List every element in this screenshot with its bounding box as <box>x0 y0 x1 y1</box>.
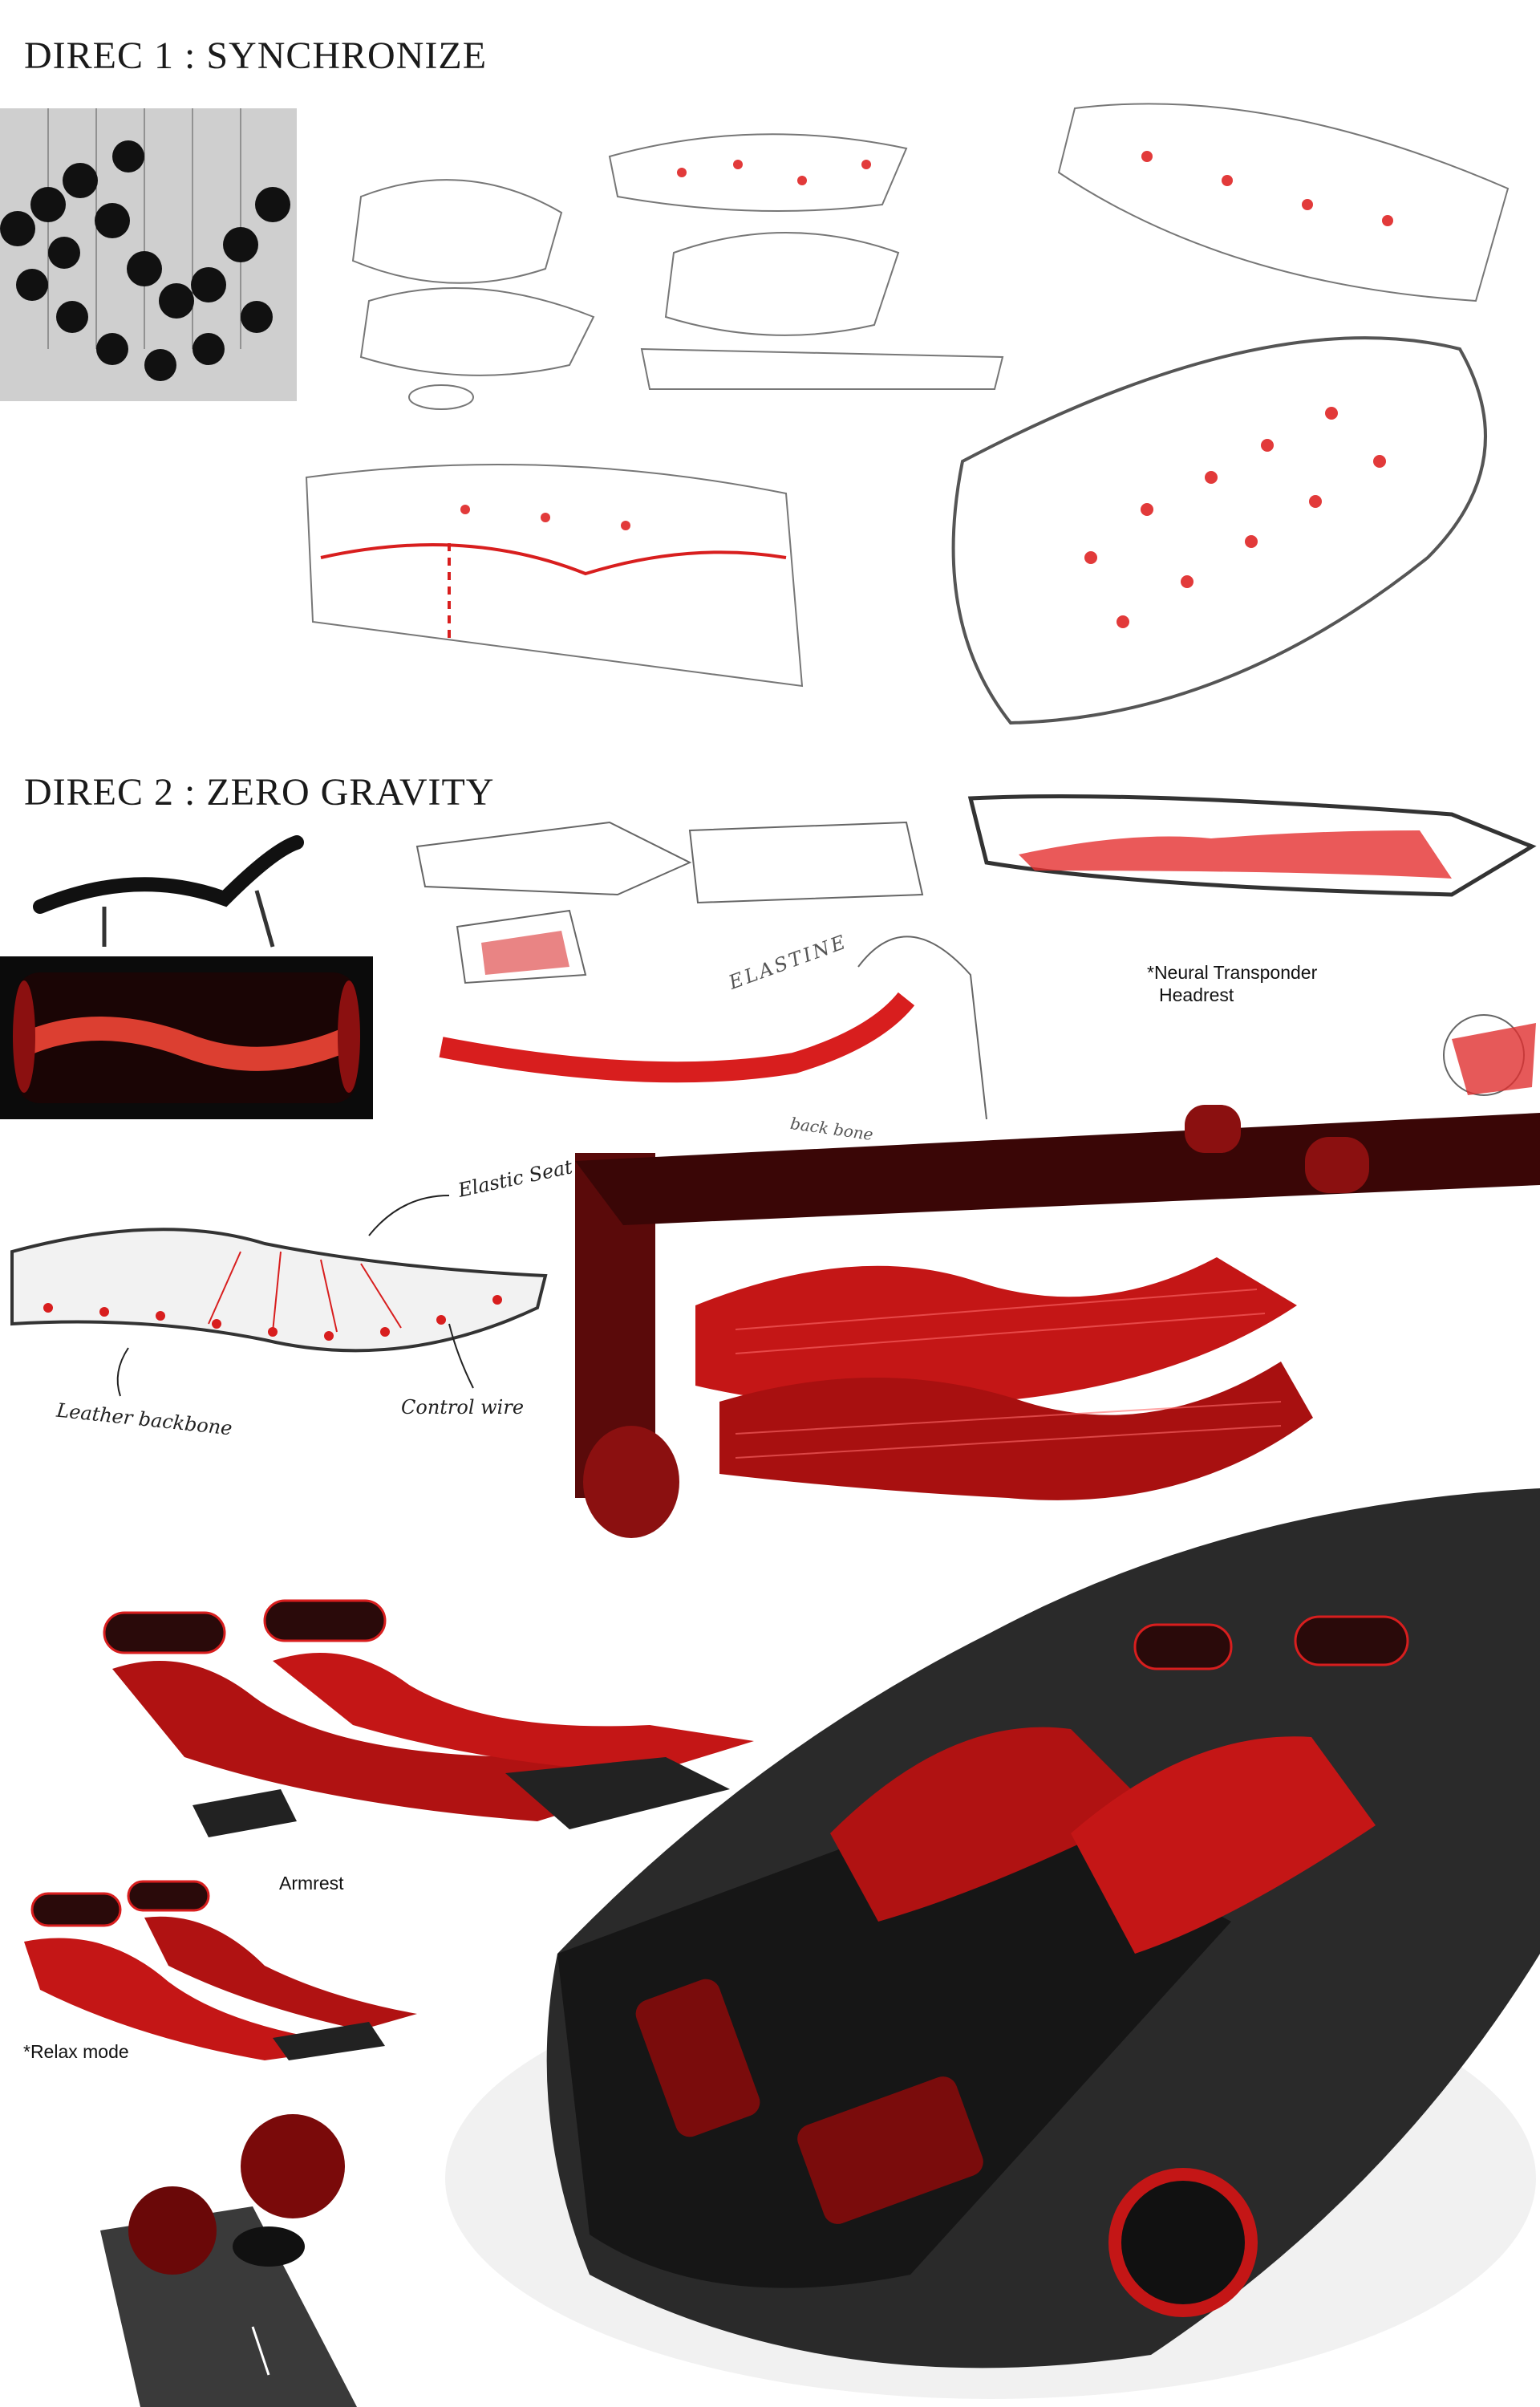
seat-frame-sketches <box>415 794 1537 1120</box>
zero-gravity-pod-photo <box>0 956 373 1119</box>
vision-neuro-seat-render: VISION NEURO <box>575 1097 1540 1540</box>
neural-orb-controller-render <box>92 2110 365 2407</box>
orb-controller-illustration <box>100 2114 357 2407</box>
paired-seats-render <box>88 1597 762 1885</box>
armrest-label: Armrest <box>279 1873 344 1894</box>
control-wire-annotation: Control wire <box>401 1396 525 1419</box>
neural-transponder-label: *Neural Transponder Headrest <box>1147 961 1317 1006</box>
seat-mesh-sketches <box>305 103 1510 725</box>
elastic-seat-sketch <box>0 1163 561 1452</box>
lounge-chair-photo <box>16 818 353 955</box>
vehicle-illustration <box>445 1488 1540 2399</box>
section-title-synchronize: DIREC 1 : SYNCHRONIZE <box>24 35 488 77</box>
pod-illustration <box>13 972 360 1103</box>
relax-mode-label: *Relax mode <box>23 2041 129 2062</box>
relax-mode-render <box>8 1877 425 2062</box>
relax-mode-illustration <box>24 1880 417 2060</box>
zero-gravity-sketches <box>409 782 1540 1143</box>
neural-transponder-label-line1: *Neural Transponder <box>1147 962 1318 983</box>
lounge-chair-illustration <box>33 835 304 948</box>
suspended-spheres-photo <box>0 108 297 401</box>
neural-transponder-label-line2: Headrest <box>1159 984 1234 1005</box>
vehicle-interior-render <box>429 1472 1540 2407</box>
synchronize-sketches <box>305 60 1540 726</box>
spheres-illustration <box>0 108 297 401</box>
section-title-zero-gravity: DIREC 2 : ZERO GRAVITY <box>24 771 495 814</box>
elastic-seat-illustration <box>10 1195 548 1397</box>
seat-render-illustration <box>575 1105 1540 1538</box>
paired-seats-illustration <box>103 1599 754 1837</box>
